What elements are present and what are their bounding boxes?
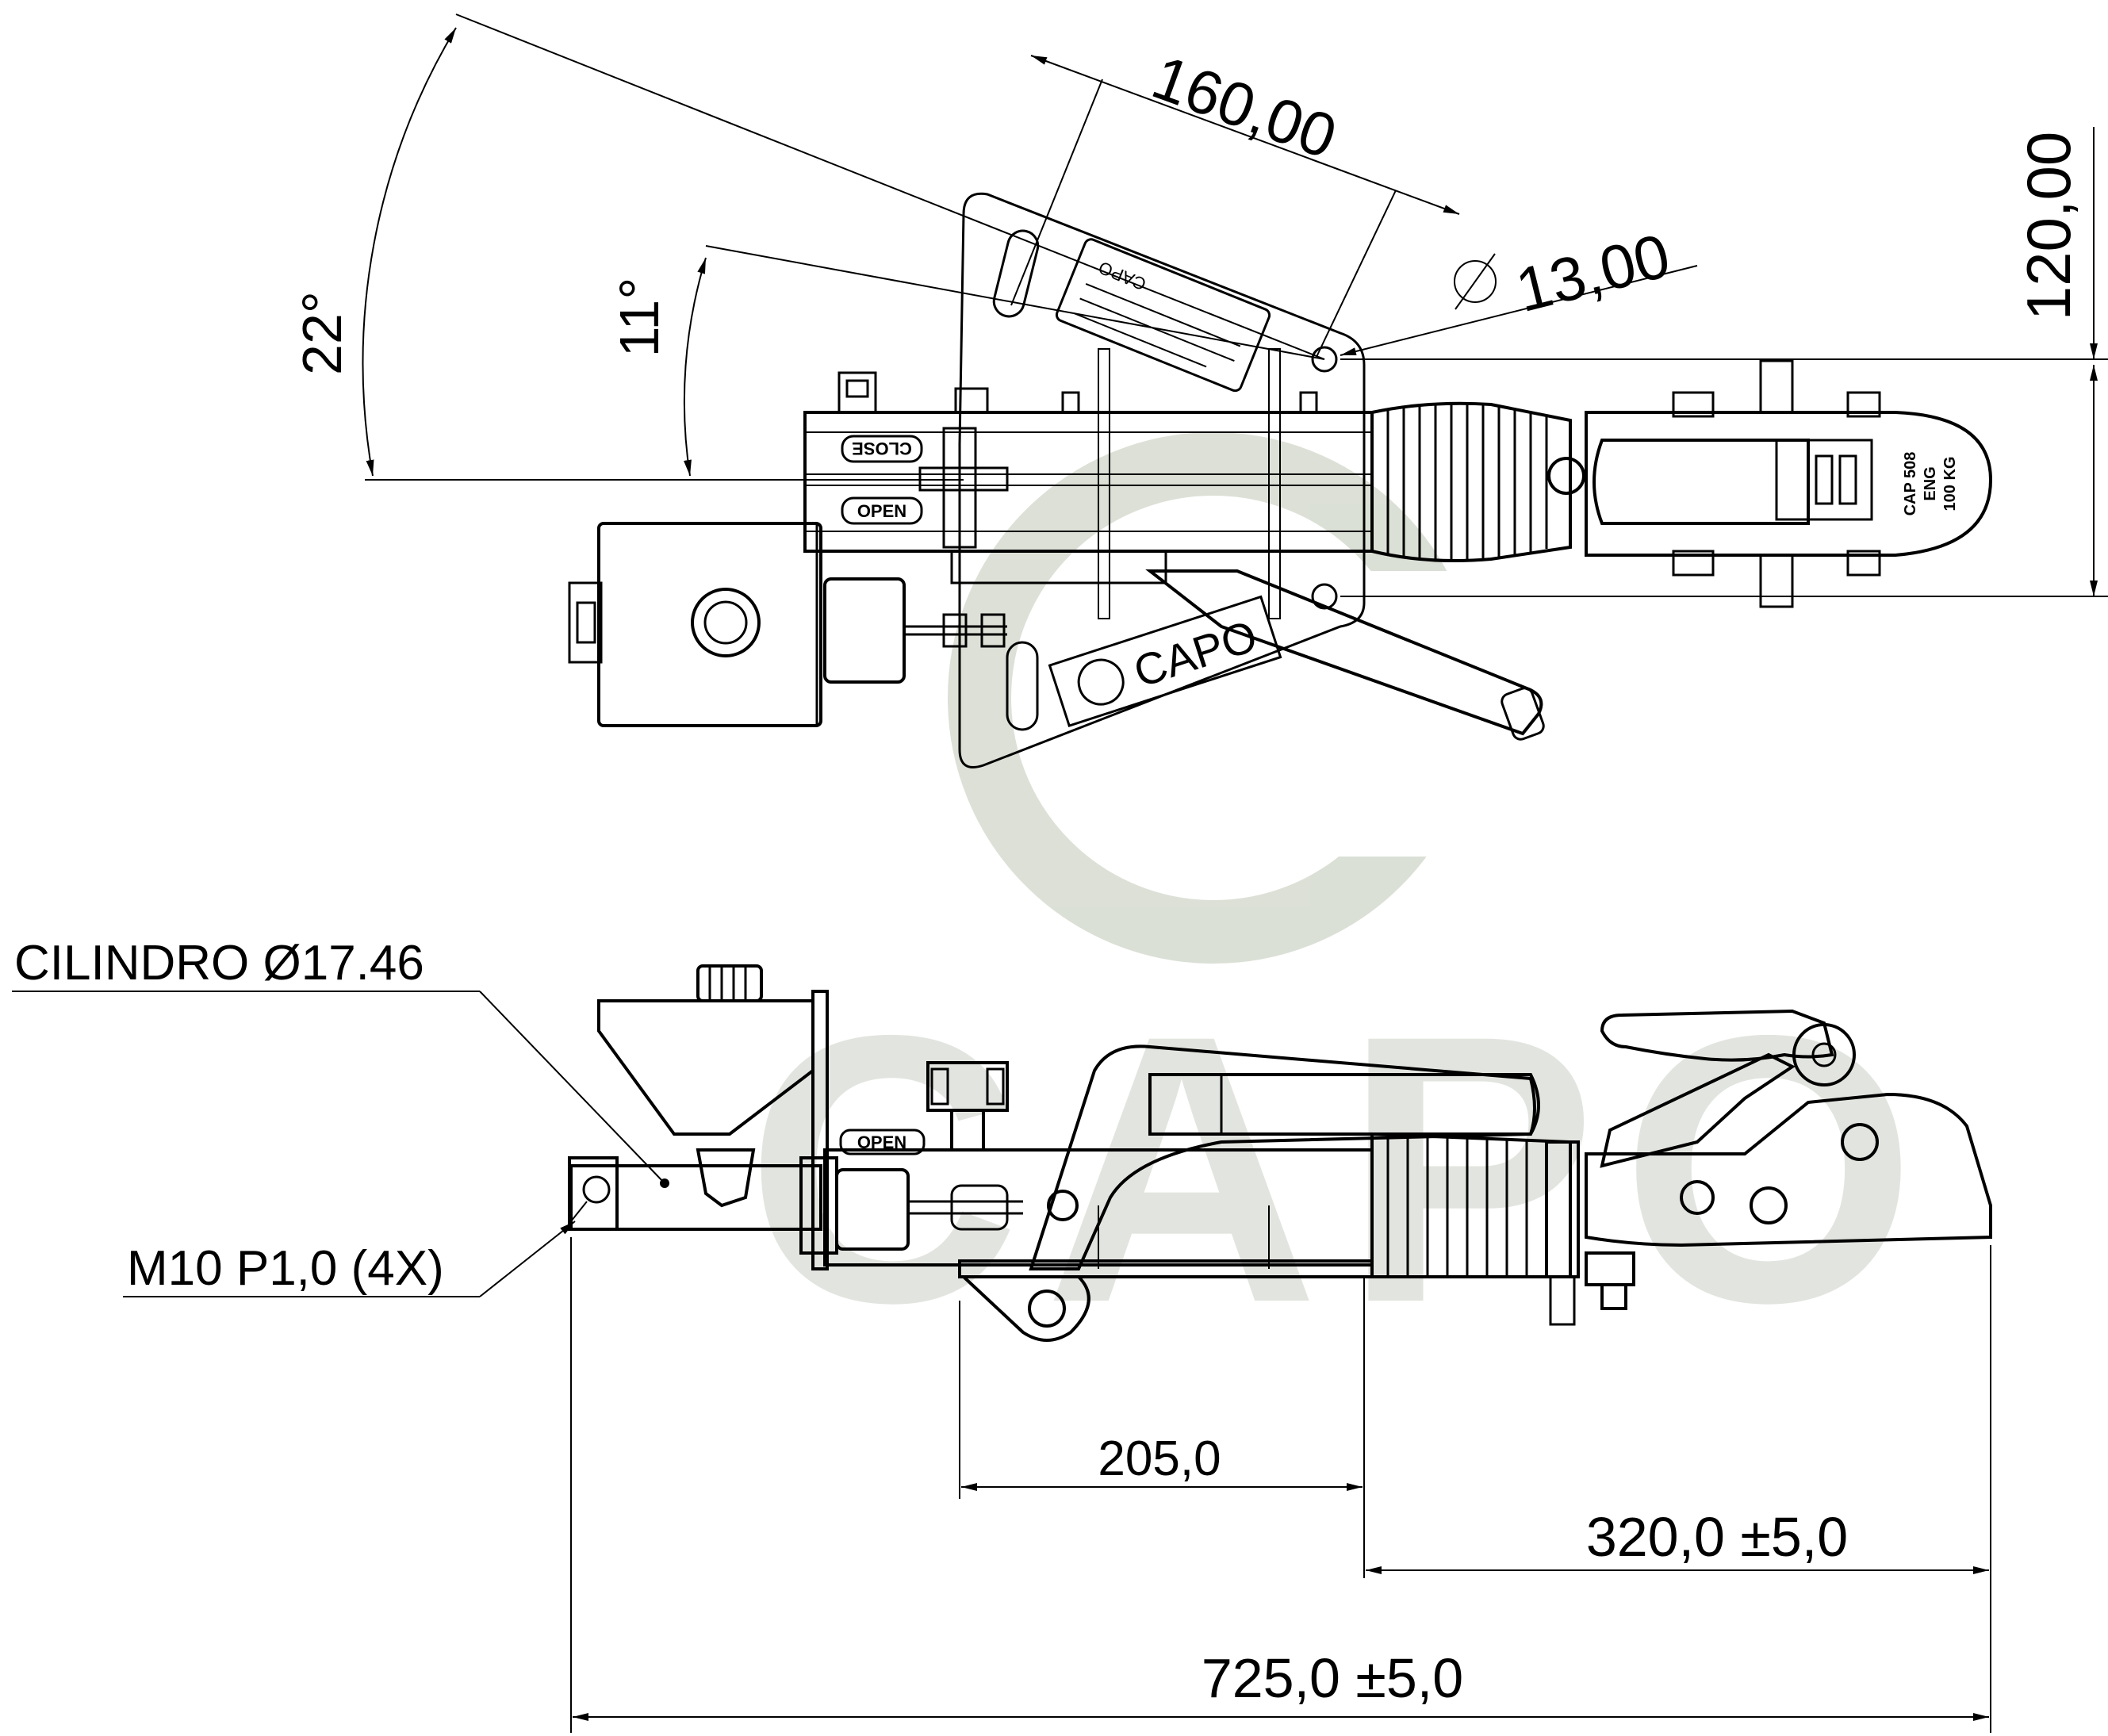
angle-arc-22: [362, 27, 457, 477]
callout-thread: M10 P1,0 (4X): [127, 1241, 444, 1296]
coupling-head-text-1: CAP 508: [1902, 452, 1919, 516]
close-label-box: [841, 435, 923, 463]
side-open-label: OPEN: [857, 1132, 906, 1152]
coupling-head-top: [1585, 411, 1993, 557]
open-label-box: [841, 496, 923, 525]
side-view: OPEN: [12, 936, 1992, 1733]
dim-205: 205,0: [1098, 1431, 1221, 1486]
slot-bottom: [1006, 641, 1039, 731]
reservoir-box: [597, 522, 822, 727]
dim-13: 13,00: [1509, 220, 1677, 325]
side-handbrake: [1029, 1044, 1536, 1270]
dim-725: 725,0 ±5,0: [1202, 1647, 1463, 1709]
mounting-plate: [958, 192, 1366, 768]
info-plate: [1055, 238, 1271, 393]
angle-arc-11: [683, 257, 707, 477]
side-coupling-handle: [1600, 1009, 1834, 1062]
close-label: CLOSE: [852, 439, 912, 458]
coupling-head-text-2: ENG: [1922, 466, 1939, 500]
diameter-symbol: [1454, 253, 1497, 310]
slot-top: [992, 229, 1040, 318]
lever-brand-plate: [1048, 595, 1282, 728]
hole-lower: [1311, 583, 1338, 610]
reservoir-cap: [691, 588, 761, 657]
coupling-head-text-3: 100 KG: [1941, 457, 1959, 512]
dim-320: 320,0 ±5,0: [1586, 1506, 1848, 1568]
bellow-top: [1370, 401, 1572, 563]
cylinder-body: [823, 577, 906, 684]
top-view: CAPO CLOSE OPEN: [291, 13, 2108, 768]
callout-cylinder: CILINDRO Ø17.46: [14, 936, 424, 991]
side-coupling-head: [1585, 1092, 1992, 1247]
dim-120: 120,00: [2014, 132, 2083, 321]
dim-160: 160,00: [1144, 41, 1345, 171]
angle-11: 11°: [608, 278, 670, 358]
watermark: CAPO: [745, 432, 1941, 1382]
info-plate-brand: CAPO: [1095, 258, 1148, 295]
hole-13: [1311, 346, 1338, 373]
angle-22: 22°: [291, 291, 353, 375]
watermark-text: CAPO: [745, 956, 1941, 1382]
open-label: OPEN: [857, 501, 906, 521]
